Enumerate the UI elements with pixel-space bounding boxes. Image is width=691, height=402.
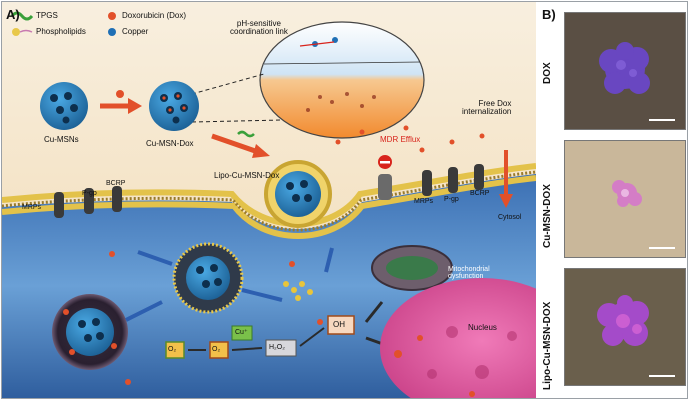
micrograph-dox: [564, 12, 686, 130]
arrow-up-mito: [324, 247, 334, 273]
micrograph-lipo-cu-msn-dox-image: [565, 269, 685, 385]
dox-molecule-loading: [116, 90, 124, 98]
scale-bar-lipo-cu-msn-dox: [649, 375, 675, 377]
arrow-coating-head: [252, 144, 270, 158]
arrow-endosome-left: [137, 250, 173, 266]
o2-box: [165, 341, 185, 359]
arrow-endosome-lysosome: [125, 300, 163, 322]
lipo-cu-msn-dox-particle: [264, 160, 332, 228]
cu-msn-dox-particle: [149, 81, 199, 131]
transporter-pgp-left: [84, 188, 94, 214]
scale-bar-cu-msn-dox: [649, 247, 675, 249]
o2-label: O₂: [168, 346, 177, 353]
o2-radical-label: O₂: [212, 346, 221, 353]
arrow-free-dox-head: [499, 194, 513, 208]
free-dox-label: Free Dox internalization: [462, 99, 512, 116]
panel-a-illustration: [2, 2, 536, 398]
panel-a: A) TPGS Phospholipids Doxorubicin (Dox) …: [2, 2, 536, 398]
arrow-loading-head: [128, 98, 142, 114]
zoom-lens: [259, 21, 425, 139]
cu-plus-box: [231, 325, 253, 341]
cu-ion-cluster: [283, 281, 313, 301]
arrow-coating: [211, 133, 259, 155]
mrps-left-label: MRPs: [22, 204, 42, 211]
legend-phospholipid-icon: [12, 28, 33, 36]
nucleus-label: Nucleus: [468, 323, 497, 332]
cu-msns-label: Cu-MSNs: [44, 135, 79, 144]
o2-radical-box: [209, 341, 229, 359]
legend-tpgs-label: TPGS: [36, 11, 58, 20]
scale-bar-dox: [649, 119, 675, 121]
arrow-oh-mito: [364, 301, 384, 323]
legend-copper-label: Copper: [122, 27, 149, 36]
arrow-h2o2: [299, 327, 325, 347]
h2o2-label: H₂O₂: [269, 344, 285, 351]
panel-a-letter: A): [6, 7, 20, 22]
micrograph-cu-msn-dox: [564, 140, 686, 258]
row-label-lipo-cu-msn-dox: Lipo-Cu-MSN-DOX: [542, 301, 553, 390]
row-label-dox: DOX: [542, 62, 553, 84]
legend-phospholipids-label: Phospholipids: [36, 27, 86, 36]
ph-link-label: pH-sensitive coordination link: [230, 19, 288, 36]
arrow-o2rad: [231, 347, 263, 351]
panel-b: B): [536, 2, 687, 398]
oh-radical-label: OH: [333, 320, 345, 329]
micrograph-lipo-cu-msn-dox: [564, 268, 686, 386]
cytosol-label: Cytosol: [498, 214, 522, 221]
h2o2-box: [265, 339, 297, 357]
mitochondrion: [371, 245, 453, 291]
micrograph-dox-image: [565, 13, 685, 129]
micrograph-cu-msn-dox-image: [565, 141, 685, 257]
transporter-bcrp-right: [474, 164, 484, 190]
transporter-pgp-right: [448, 167, 458, 193]
zoom-connector-bottom: [191, 119, 283, 123]
mito-label: Mitochondrial dysfunction: [448, 266, 490, 280]
legend-dox-label: Doxorubicin (Dox): [122, 11, 187, 20]
panel-b-letter: B): [542, 7, 556, 22]
lipo-cu-msn-dox-label: Lipo-Cu-MSN-Dox: [214, 171, 280, 180]
legend-dox-icon: [108, 12, 116, 20]
lysosome: [52, 294, 128, 370]
arrow-endosome-right: [241, 288, 283, 302]
cu-msns-particle: [40, 82, 88, 130]
tpgs-mini: [237, 130, 255, 138]
transporter-bcrp-left: [112, 186, 122, 212]
endosome: [172, 242, 244, 314]
pgp-left-label: P-gp: [82, 190, 97, 197]
row-label-cu-msn-dox: Cu-MSN-DOX: [542, 184, 553, 248]
cu-msn-dox-label: Cu-MSN-Dox: [146, 139, 194, 148]
transporter-mrps-right: [422, 170, 432, 196]
efflux-pump: [378, 155, 392, 200]
mdr-efflux-label: MDR Efflux: [380, 135, 421, 144]
transporter-mrps-left: [54, 192, 64, 218]
bcrp-right-label: BCRP: [470, 190, 490, 197]
oh-radical-box: [327, 315, 355, 335]
zoom-connector-top: [191, 73, 265, 95]
mrps-right-label: MRPs: [414, 198, 434, 205]
pgp-right-label: P-gp: [444, 196, 459, 203]
legend-copper-icon: [108, 28, 116, 36]
dox-scatter: [109, 125, 485, 385]
cu-plus-label: Cu⁺: [235, 329, 248, 336]
bcrp-left-label: BCRP: [106, 180, 126, 187]
nucleus: [380, 278, 536, 398]
legend-tpgs-icon: [10, 11, 34, 21]
